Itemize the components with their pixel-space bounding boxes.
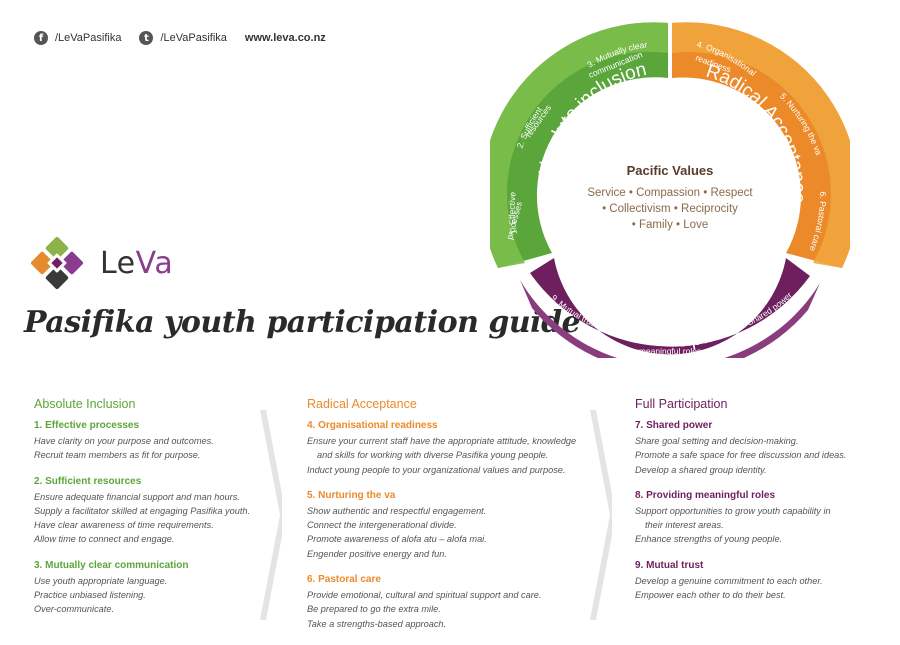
section-line: Use youth appropriate language. [34, 575, 168, 586]
section-line: and skills for working with diverse Pasi… [317, 450, 549, 461]
chevron-right-icon [260, 410, 282, 620]
leva-emblem-icon [30, 236, 84, 290]
center-circle [575, 95, 765, 285]
section-line: Develop a genuine commitment to each oth… [635, 575, 823, 586]
section-line: Supply a facilitator skilled at engaging… [34, 505, 251, 516]
section-line: Enhance strengths of young people. [635, 534, 783, 545]
section-title: 1. Effective processes [34, 420, 140, 431]
section: 5. Nurturing the va Show authentic and r… [307, 490, 577, 561]
sub-label-8-line2: meaningful roles [639, 346, 701, 356]
section: 2. Sufficient resources Ensure adequate … [34, 476, 304, 547]
section-line: Provide emotional, cultural and spiritua… [307, 590, 542, 601]
section: 9. Mutual trust Develop a genuine commit… [635, 560, 900, 603]
section-line: Over-communicate. [34, 604, 114, 615]
facebook-handle: /LeVaPasifika [55, 32, 122, 44]
brand-name: LeVa [100, 245, 174, 281]
website-link[interactable]: www.leva.co.nz [245, 32, 326, 44]
column-title: Full Participation [635, 397, 728, 411]
section: 6. Pastoral care Provide emotional, cult… [307, 574, 577, 631]
section-line: Recruit team members as fit for purpose. [34, 450, 201, 461]
twitter-handle: /LeVaPasifika [160, 32, 227, 44]
column-absolute-inclusion: Absolute Inclusion 1. Effective processe… [34, 397, 304, 630]
section-title: 9. Mutual trust [635, 559, 704, 571]
section-line: their interest areas. [645, 520, 724, 531]
section: 1. Effective processes Have clarity on y… [34, 420, 304, 463]
column-radical-acceptance: Radical Acceptance 4. Organisational rea… [307, 397, 577, 644]
section-line: Ensure adequate financial support and ma… [34, 491, 240, 502]
section-line: Promote a safe space for free discussion… [635, 450, 847, 461]
section-line: Show authentic and respectful engagement… [307, 505, 487, 516]
section-line: Have clear awareness of time requirement… [34, 520, 214, 531]
center-title: Pacific Values [627, 163, 714, 178]
center-line: • Collectivism • Reciprocity [602, 203, 738, 215]
section-line: Promote awareness of alofa atu – alofa m… [307, 534, 487, 545]
facebook-link[interactable]: f /LeVaPasifika [34, 31, 121, 45]
section-line: Share goal setting and decision-making. [635, 436, 799, 446]
website-url: www.leva.co.nz [244, 32, 326, 44]
section: 8. Providing meaningful roles Support op… [635, 490, 900, 547]
section-title: 4. Organisational readiness [307, 420, 438, 431]
section-title: 3. Mutually clear communication [34, 559, 189, 571]
center-line: • Family • Love [632, 219, 708, 231]
sub-label-1: 1. Effective [507, 191, 519, 235]
section: 3. Mutually clear communication Use yout… [34, 560, 304, 617]
social-bar: f /LeVaPasifika t /LeVaPasifika www.leva… [34, 31, 344, 45]
section-title: 7. Shared power [635, 420, 713, 431]
section-line: Empower each other to do their best. [635, 590, 786, 601]
section-line: Develop a shared group identity. [635, 464, 767, 475]
values-wheel: Pacific Values Service • Compassion • Re… [490, 22, 850, 358]
section-title: 8. Providing meaningful roles [635, 489, 776, 501]
twitter-link[interactable]: t /LeVaPasifika [139, 31, 227, 45]
column-full-participation: Full Participation 7. Shared power Share… [635, 397, 900, 615]
section-line: Be prepared to go the extra mile. [307, 604, 441, 615]
center-line: Service • Compassion • Respect [587, 187, 753, 199]
section-line: Support opportunities to grow youth capa… [635, 505, 831, 516]
section-title: 5. Nurturing the va [307, 489, 396, 501]
section-title: 6. Pastoral care [307, 574, 381, 586]
section-line: Connect the intergenerational divide. [307, 520, 457, 531]
section: 4. Organisational readiness Ensure your … [307, 420, 577, 477]
section-line: Induct young people to your organization… [307, 464, 566, 475]
column-title: Radical Acceptance [307, 397, 417, 411]
section: 7. Shared power Share goal setting and d… [635, 420, 900, 477]
section-line: Take a strengths-based approach. [307, 618, 447, 629]
section-title: 2. Sufficient resources [34, 475, 142, 487]
sub-label-8: 8. Providing [648, 335, 693, 345]
column-title: Absolute Inclusion [34, 397, 136, 411]
facebook-icon: f [34, 31, 48, 45]
section-line: Allow time to connect and engage. [34, 534, 175, 545]
section-line: Practice unbiased listening. [34, 590, 146, 601]
section-line: Ensure your current staff have the appro… [307, 436, 577, 446]
guide-title: Pasifika youth participation guide [24, 305, 581, 340]
twitter-icon: t [139, 31, 154, 45]
section-line: Engender positive energy and fun. [307, 548, 447, 559]
chevron-right-icon [590, 410, 612, 620]
section-line: Have clarity on your purpose and outcome… [34, 436, 214, 446]
leva-logo: LeVa [26, 232, 173, 294]
